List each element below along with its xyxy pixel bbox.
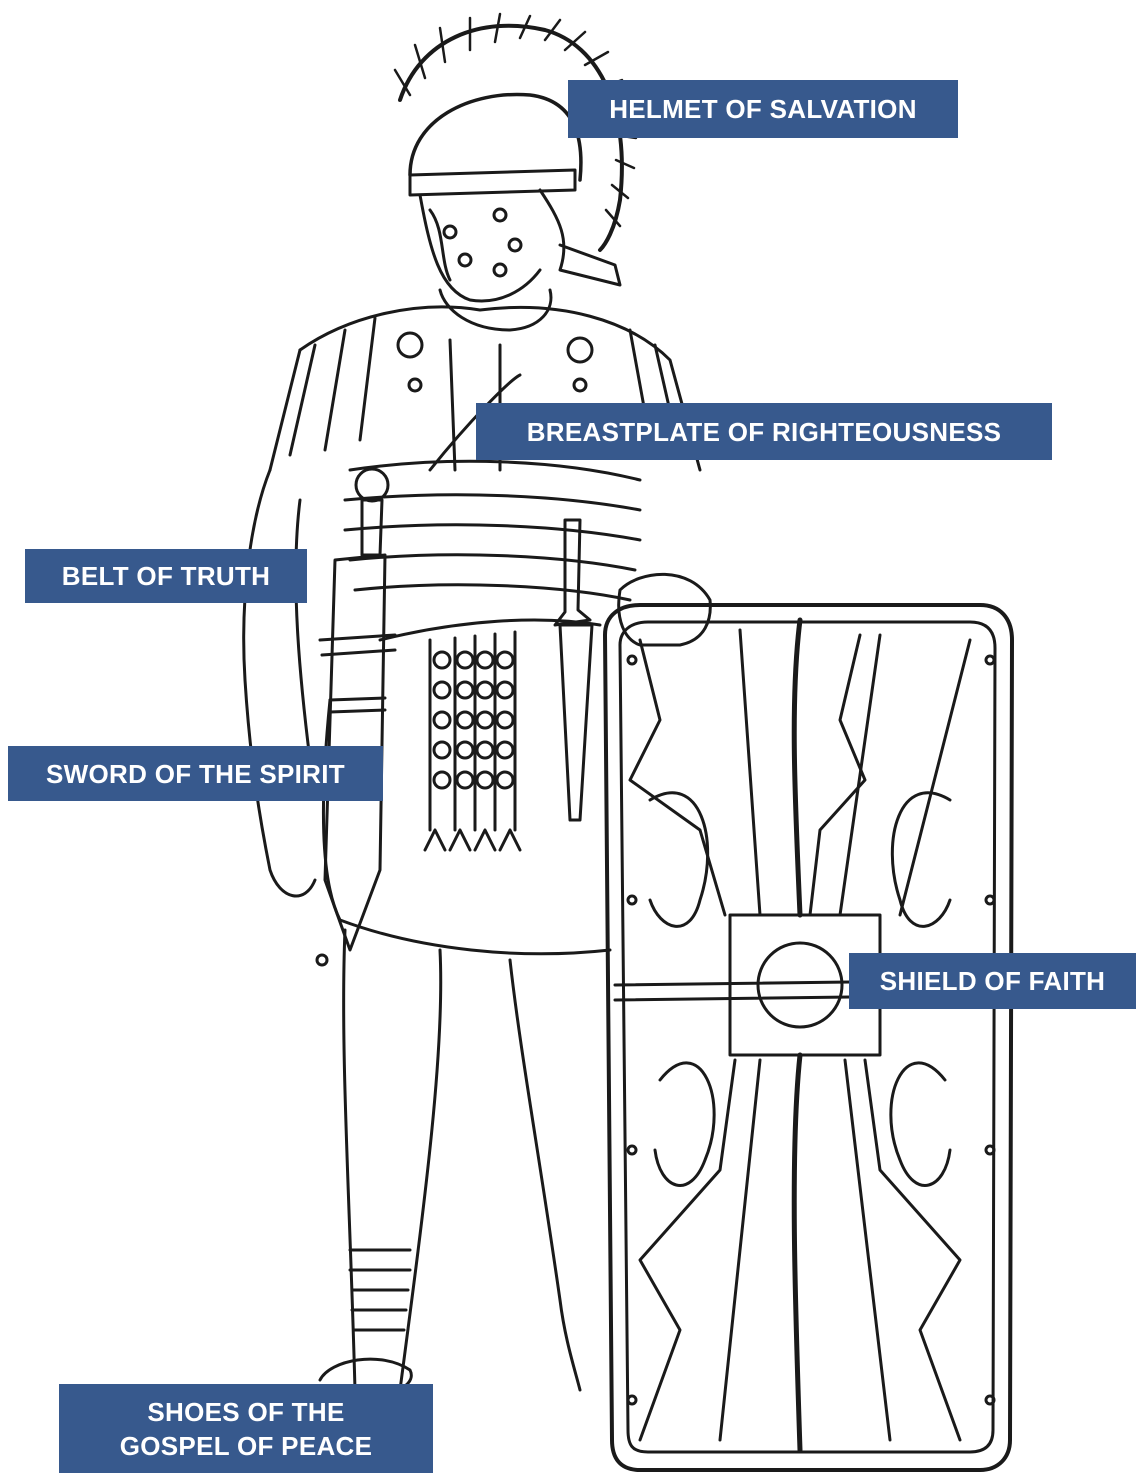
dagger [555, 520, 592, 820]
sword-of-the-spirit-label: SWORD OF THE SPIRIT [8, 746, 383, 801]
belt-of-truth-label: BELT OF TRUTH [25, 549, 307, 603]
shield [605, 605, 1012, 1470]
neck-scarf [440, 290, 551, 330]
legs [320, 930, 580, 1390]
shoes-label-line-2: GOSPEL OF PEACE [120, 1429, 373, 1463]
shield-of-faith-label: SHIELD OF FAITH [849, 953, 1136, 1009]
breastplate-of-righteousness-label: BREASTPLATE OF RIGHTEOUSNESS [476, 403, 1052, 460]
shoes-label-line-1: SHOES OF THE [147, 1395, 344, 1429]
helmet-of-salvation-label: HELMET OF SALVATION [568, 80, 958, 138]
right-hand [619, 574, 711, 645]
shoes-of-the-gospel-of-peace-label: SHOES OF THE GOSPEL OF PEACE [59, 1384, 433, 1473]
left-arm [244, 470, 315, 896]
